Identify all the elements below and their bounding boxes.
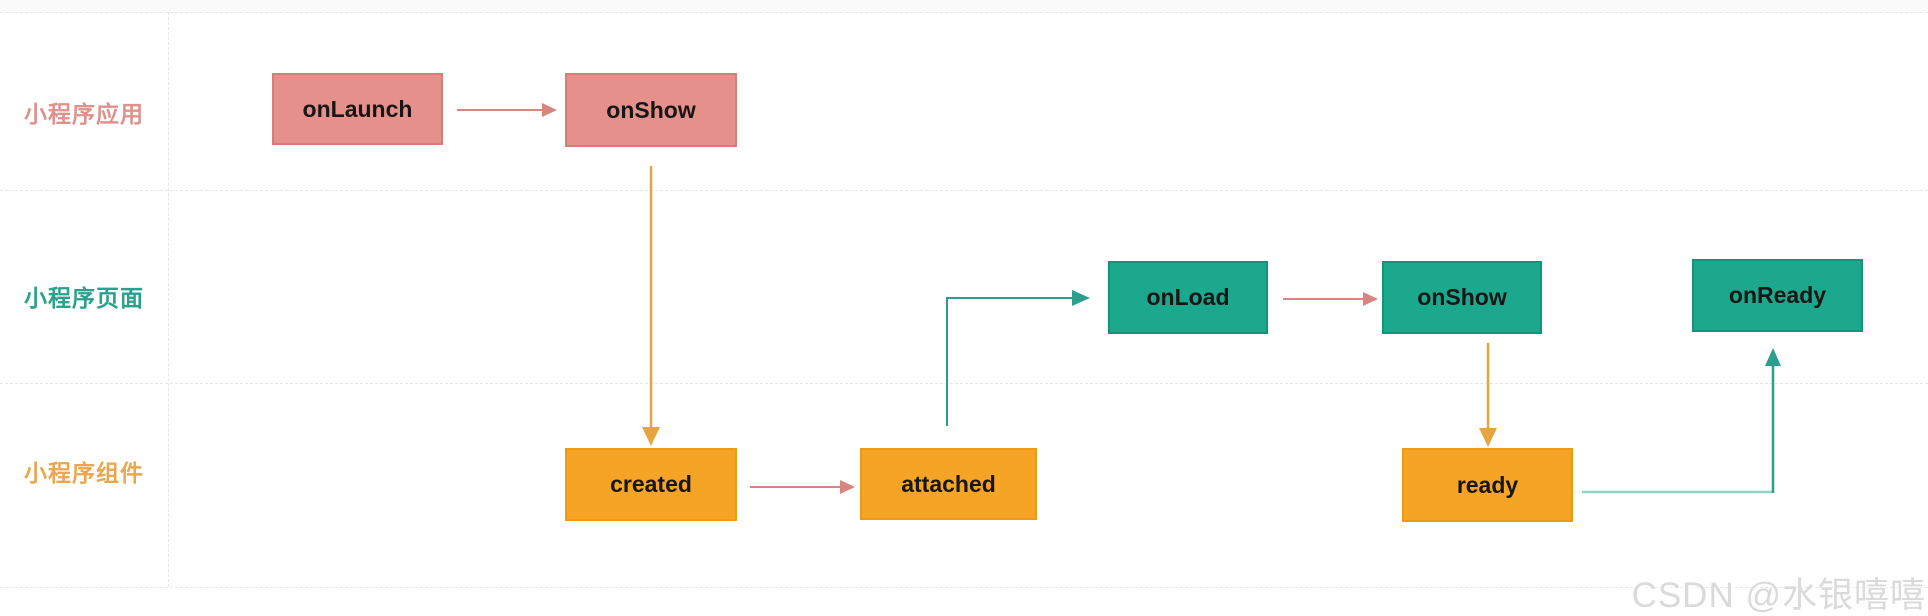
- arrow-onload-to-onshow-icon: [1283, 292, 1378, 306]
- node-component-ready: ready: [1402, 448, 1573, 522]
- node-page-onshow: onShow: [1382, 261, 1542, 334]
- grid-line-row1-row2: [0, 190, 1928, 191]
- arrow-onlaunch-to-onshow-icon: [457, 103, 557, 117]
- csdn-watermark: CSDN @水银嘻嘻: [1631, 576, 1926, 615]
- arrow-created-to-attached-icon: [750, 480, 855, 494]
- arrow-onshow-to-ready-icon: [1479, 343, 1497, 447]
- lane-label-component: 小程序组件: [24, 460, 144, 486]
- lane-label-app: 小程序应用: [24, 101, 144, 127]
- arrow-ready-to-onready-icon: [1582, 348, 1781, 494]
- node-page-onload: onLoad: [1108, 261, 1268, 334]
- grid-line-row2-row3: [0, 383, 1928, 384]
- arrow-attached-to-onload-icon: [946, 290, 1090, 426]
- arrow-onshow-to-created-icon: [642, 166, 660, 446]
- node-app-onlaunch: onLaunch: [272, 73, 443, 145]
- node-component-created: created: [565, 448, 737, 521]
- grid-line-label-column: [168, 12, 169, 587]
- grid-line-bottom: [0, 587, 1928, 588]
- lane-label-page: 小程序页面: [24, 285, 144, 311]
- grid-line-top: [0, 12, 1928, 13]
- node-component-attached: attached: [860, 448, 1037, 520]
- top-band: [0, 0, 1928, 11]
- node-app-onshow: onShow: [565, 73, 737, 147]
- node-page-onready: onReady: [1692, 259, 1863, 332]
